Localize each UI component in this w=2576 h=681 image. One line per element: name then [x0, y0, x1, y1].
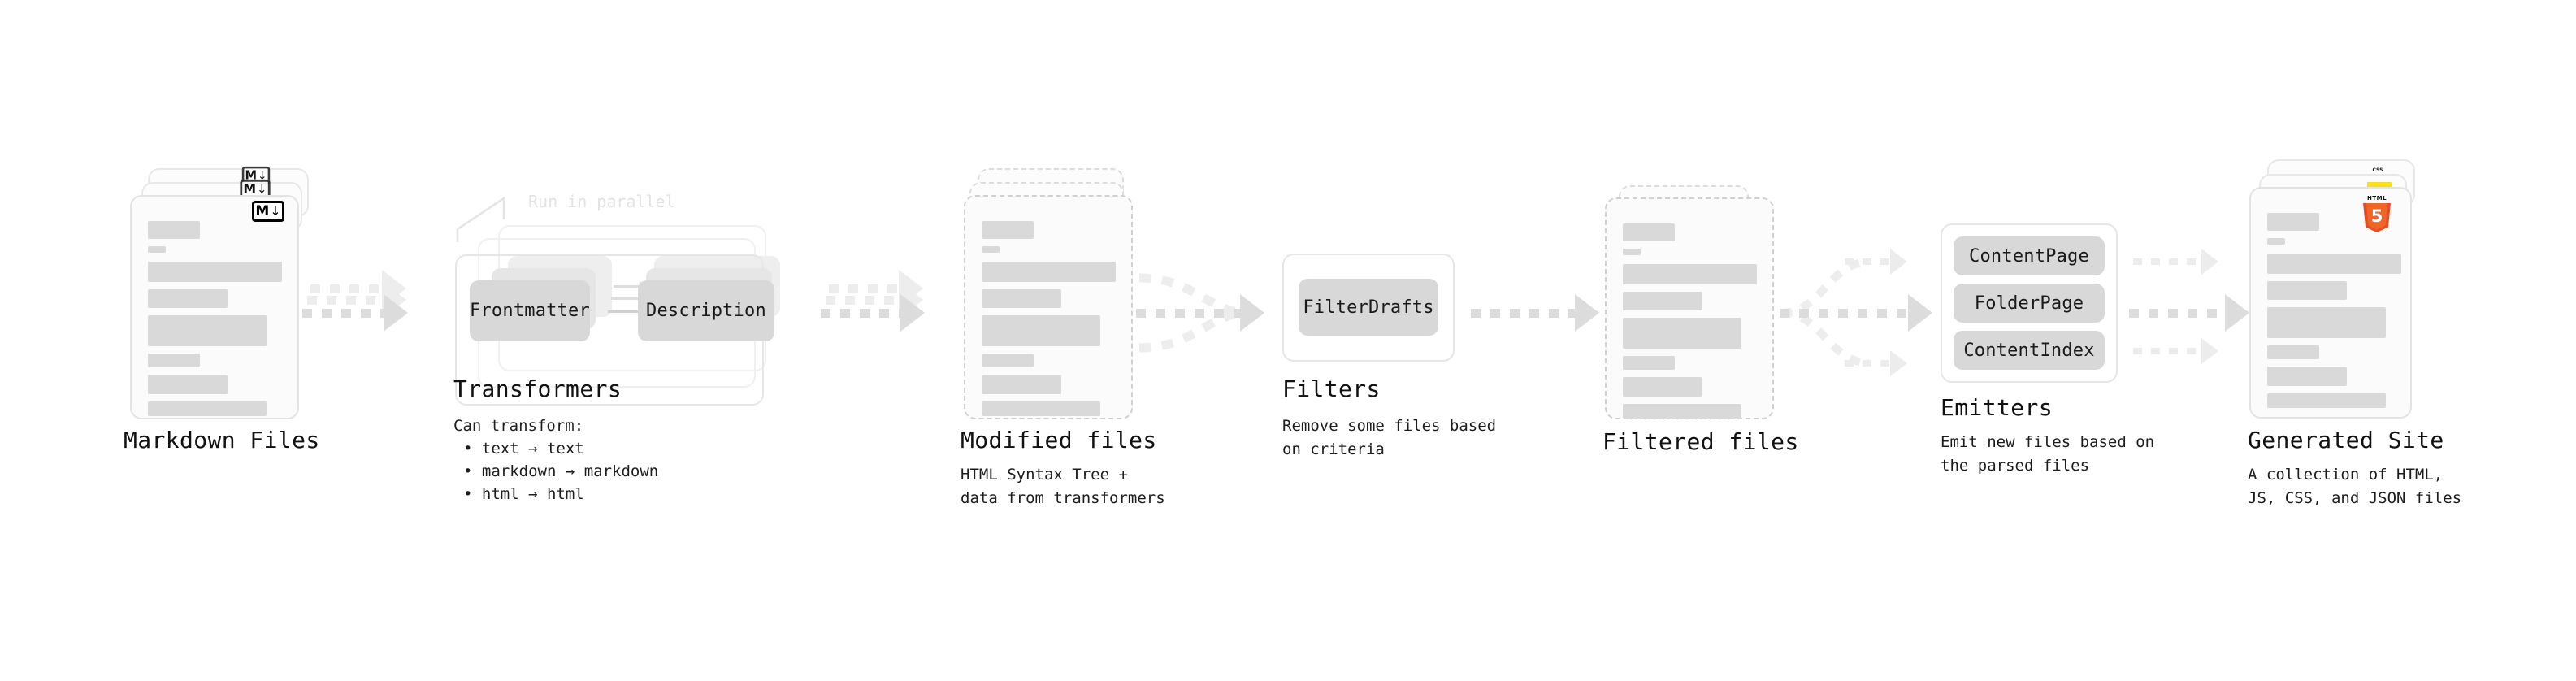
content-bar: [982, 262, 1116, 282]
html5-shield-inner: [2366, 203, 2387, 230]
emitter-node-folderpage[interactable]: FolderPage: [1954, 284, 2105, 323]
file-content-bars: [982, 221, 1118, 423]
content-bar: [1623, 264, 1757, 284]
modified-files-subtitle: HTML Syntax Tree + data from transformer…: [961, 466, 1165, 507]
run-in-parallel-label: Run in parallel: [528, 192, 675, 211]
emitters-subtitle: Emit new files based on the parsed files: [1941, 433, 2155, 475]
transformers-subtitle-item-0: • text → text: [463, 440, 584, 458]
markdown-arrow: ↓: [257, 181, 267, 197]
filters-subtitle: Remove some files based on criteria: [1282, 417, 1497, 458]
connector-arrow-6-top: [2133, 249, 2243, 275]
content-bar: [1623, 292, 1702, 310]
content-bar: [1623, 249, 1641, 255]
transformer-node-label: Description: [646, 301, 766, 321]
content-bar: [2267, 345, 2319, 359]
html5-digit: 5: [2370, 206, 2383, 226]
transformer-node-frontmatter[interactable]: Frontmatter: [470, 280, 590, 341]
stage-title-markdown-files: Markdown Files: [124, 427, 320, 453]
connector-arrow-5-bottom: [1845, 350, 1934, 376]
content-bar: [982, 289, 1061, 308]
file-content-bars: [148, 221, 284, 423]
content-bar: [982, 354, 1034, 367]
content-bar: [2267, 238, 2285, 245]
content-bar: [148, 401, 267, 416]
content-bar: [1623, 223, 1675, 241]
content-bar: [148, 262, 282, 282]
file-content-bars: [2267, 213, 2404, 415]
css3-label: CSS: [2372, 167, 2383, 173]
content-bar: [2267, 213, 2319, 231]
content-bar: [148, 246, 166, 253]
filter-node-filterdrafts[interactable]: FilterDrafts: [1299, 279, 1438, 336]
stage-title-transformers: Transformers: [453, 375, 622, 402]
content-bar: [148, 315, 267, 346]
transformers-subtitle-item-1: • markdown → markdown: [463, 462, 659, 480]
content-bar: [982, 401, 1100, 416]
stage-title-emitters: Emitters: [1941, 394, 2053, 421]
connector-arrow-1: [302, 294, 408, 332]
emitter-node-label: ContentIndex: [1963, 340, 2095, 361]
content-bar: [148, 375, 228, 394]
connector-arrow-6-bottom: [2133, 338, 2243, 364]
markdown-arrow: ↓: [270, 203, 281, 219]
connector-arrow-6-mid: [2129, 294, 2251, 332]
connector-arrow-3: [1136, 294, 1266, 332]
file-content-bars: [1623, 223, 1759, 426]
connector-arrow-4: [1471, 294, 1601, 332]
content-bar: [148, 354, 200, 367]
run-in-parallel-bracket: [456, 196, 505, 242]
filtered-file-card: [1605, 197, 1774, 419]
html5-wordmark: HTML: [2366, 195, 2387, 202]
transformer-node-description[interactable]: Description: [638, 280, 774, 341]
modified-file-card: [964, 195, 1133, 419]
content-bar: [1623, 404, 1741, 419]
emitter-node-label: FolderPage: [1974, 293, 2084, 314]
stage-title-filters: Filters: [1282, 375, 1381, 402]
transformers-subtitle-head: Can transform:: [453, 417, 584, 435]
emitter-node-contentpage[interactable]: ContentPage: [1954, 236, 2105, 275]
markdown-letter: M: [243, 181, 257, 197]
content-bar: [1623, 318, 1741, 349]
content-bar: [148, 289, 228, 308]
stage-title-filtered-files: Filtered files: [1602, 428, 1799, 455]
connector-arrow-5-top: [1845, 249, 1934, 275]
content-bar: [2267, 281, 2347, 300]
content-bar: [148, 221, 200, 239]
content-bar: [982, 221, 1034, 239]
transformers-subtitle-item-2: • html → html: [463, 485, 584, 503]
content-bar: [2267, 393, 2386, 408]
connector-merge-3: [1138, 273, 1237, 353]
markdown-arrow: ↓: [257, 168, 267, 182]
content-bar: [982, 246, 1000, 253]
connector-arrow-5-mid: [1780, 294, 1934, 332]
markdown-icon: M ↓: [252, 201, 284, 222]
content-bar: [1623, 377, 1702, 397]
filter-node-label: FilterDrafts: [1303, 297, 1434, 318]
html5-icon: HTML 5: [2363, 195, 2391, 232]
emitter-node-contentindex[interactable]: ContentIndex: [1954, 331, 2105, 370]
content-bar: [2267, 307, 2386, 338]
markdown-letter: M: [245, 167, 258, 183]
content-bar: [982, 375, 1061, 394]
stage-title-generated-site: Generated Site: [2248, 427, 2444, 453]
content-bar: [1623, 356, 1675, 370]
content-bar: [2267, 254, 2401, 274]
content-bar: [982, 315, 1100, 346]
content-bar: [2267, 367, 2347, 386]
generated-site-subtitle: A collection of HTML, JS, CSS, and JSON …: [2248, 466, 2462, 507]
stage-title-modified-files: Modified files: [961, 427, 1157, 453]
markdown-letter: M: [255, 202, 270, 219]
emitter-node-label: ContentPage: [1969, 245, 2089, 267]
markdown-file-card: [130, 195, 299, 419]
transformer-node-label: Frontmatter: [470, 301, 590, 321]
connector-arrow-2: [821, 294, 926, 332]
